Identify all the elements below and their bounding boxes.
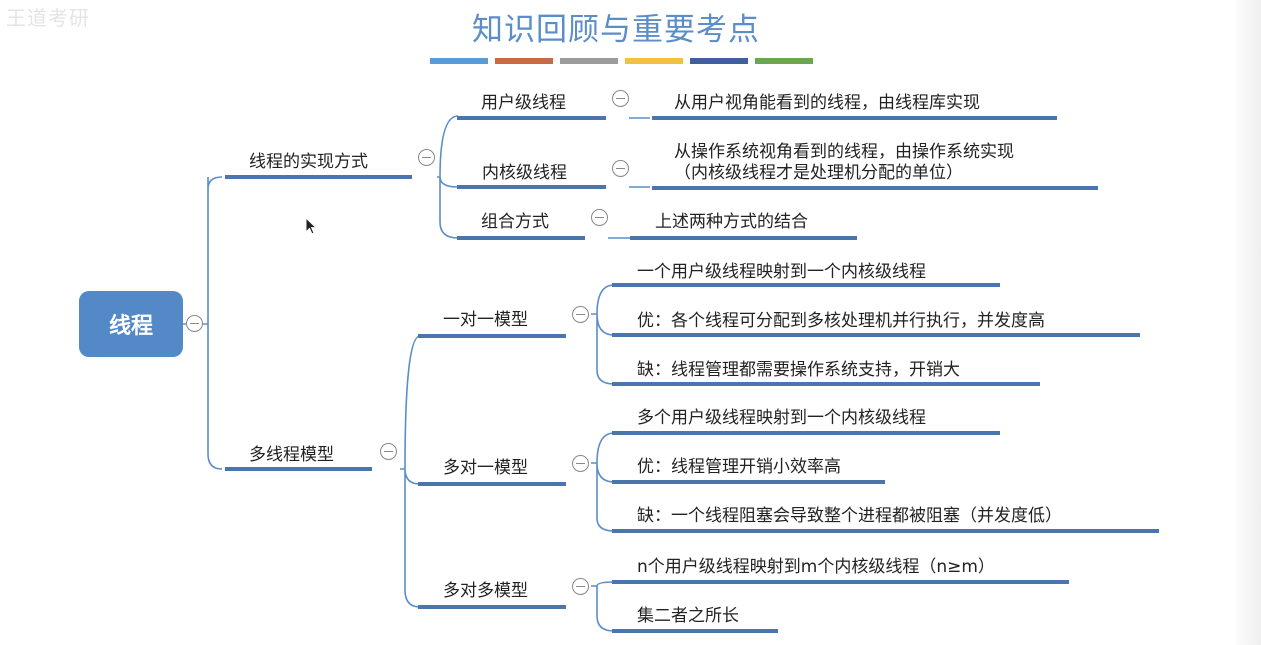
collapse-many-to-one-icon[interactable]: [572, 455, 589, 472]
node-combo[interactable]: 组合方式: [481, 212, 549, 232]
m2m-item-2: 集二者之所长: [637, 606, 739, 626]
collapse-many-to-many-icon[interactable]: [572, 578, 589, 595]
collapse-root-icon[interactable]: [186, 315, 203, 332]
swatch-2: [495, 58, 553, 64]
connector-impl: [437, 115, 459, 239]
swatch-3: [560, 58, 618, 64]
connector-many-to-many: [591, 581, 615, 632]
connector-models: [400, 335, 421, 608]
o2o-item-3: 缺：线程管理都需要操作系统支持，开销大: [637, 360, 960, 380]
m2m-item-1: n个用户级线程映射到m个内核级线程（n≥m）: [637, 557, 995, 577]
node-many-to-one[interactable]: 多对一模型: [443, 458, 528, 478]
page-title: 知识回顾与重要考点: [472, 12, 760, 48]
branch-models-label[interactable]: 多线程模型: [249, 445, 334, 465]
connector-one-to-one: [591, 284, 615, 385]
desc-kernel-line2: （内核级线程才是处理机分配的单位）: [674, 163, 963, 183]
collapse-impl-icon[interactable]: [418, 149, 435, 166]
node-one-to-one[interactable]: 一对一模型: [443, 310, 528, 330]
collapse-kernel-icon[interactable]: [612, 160, 629, 177]
desc-combo: 上述两种方式的结合: [655, 212, 808, 232]
node-user-level[interactable]: 用户级线程: [481, 93, 566, 113]
color-swatch-bar: [430, 58, 813, 64]
node-kernel-level[interactable]: 内核级线程: [482, 163, 567, 183]
collapse-one-to-one-icon[interactable]: [572, 306, 589, 323]
connector-many-to-one: [591, 432, 615, 532]
root-node[interactable]: 线程: [79, 291, 183, 357]
collapse-models-icon[interactable]: [380, 443, 397, 460]
m2o-item-2: 优：线程管理开销小效率高: [637, 457, 841, 477]
swatch-1: [430, 58, 488, 64]
mouse-cursor-icon: [305, 217, 318, 235]
o2o-item-2: 优：各个线程可分配到多核处理机并行执行，并发度高: [637, 311, 1045, 331]
mindmap-connectors: [183, 115, 1159, 633]
m2o-item-3: 缺：一个线程阻塞会导致整个进程都被阻塞（并发度低）: [637, 506, 1062, 526]
swatch-4: [625, 58, 683, 64]
desc-kernel-line1: 从操作系统视角看到的线程，由操作系统实现: [674, 142, 1014, 162]
collapse-user-icon[interactable]: [612, 90, 629, 107]
right-edge-strip: [1235, 0, 1261, 645]
desc-user-level: 从用户视角能看到的线程，由线程库实现: [674, 93, 980, 113]
o2o-item-1: 一个用户级线程映射到一个内核级线程: [637, 262, 926, 282]
watermark: 王道考研: [6, 6, 90, 30]
swatch-6: [755, 58, 813, 64]
swatch-5: [690, 58, 748, 64]
collapse-combo-icon[interactable]: [591, 209, 608, 226]
m2o-item-1: 多个用户级线程映射到一个内核级线程: [637, 408, 926, 428]
branch-impl-label[interactable]: 线程的实现方式: [249, 152, 368, 172]
node-many-to-many[interactable]: 多对多模型: [443, 581, 528, 601]
